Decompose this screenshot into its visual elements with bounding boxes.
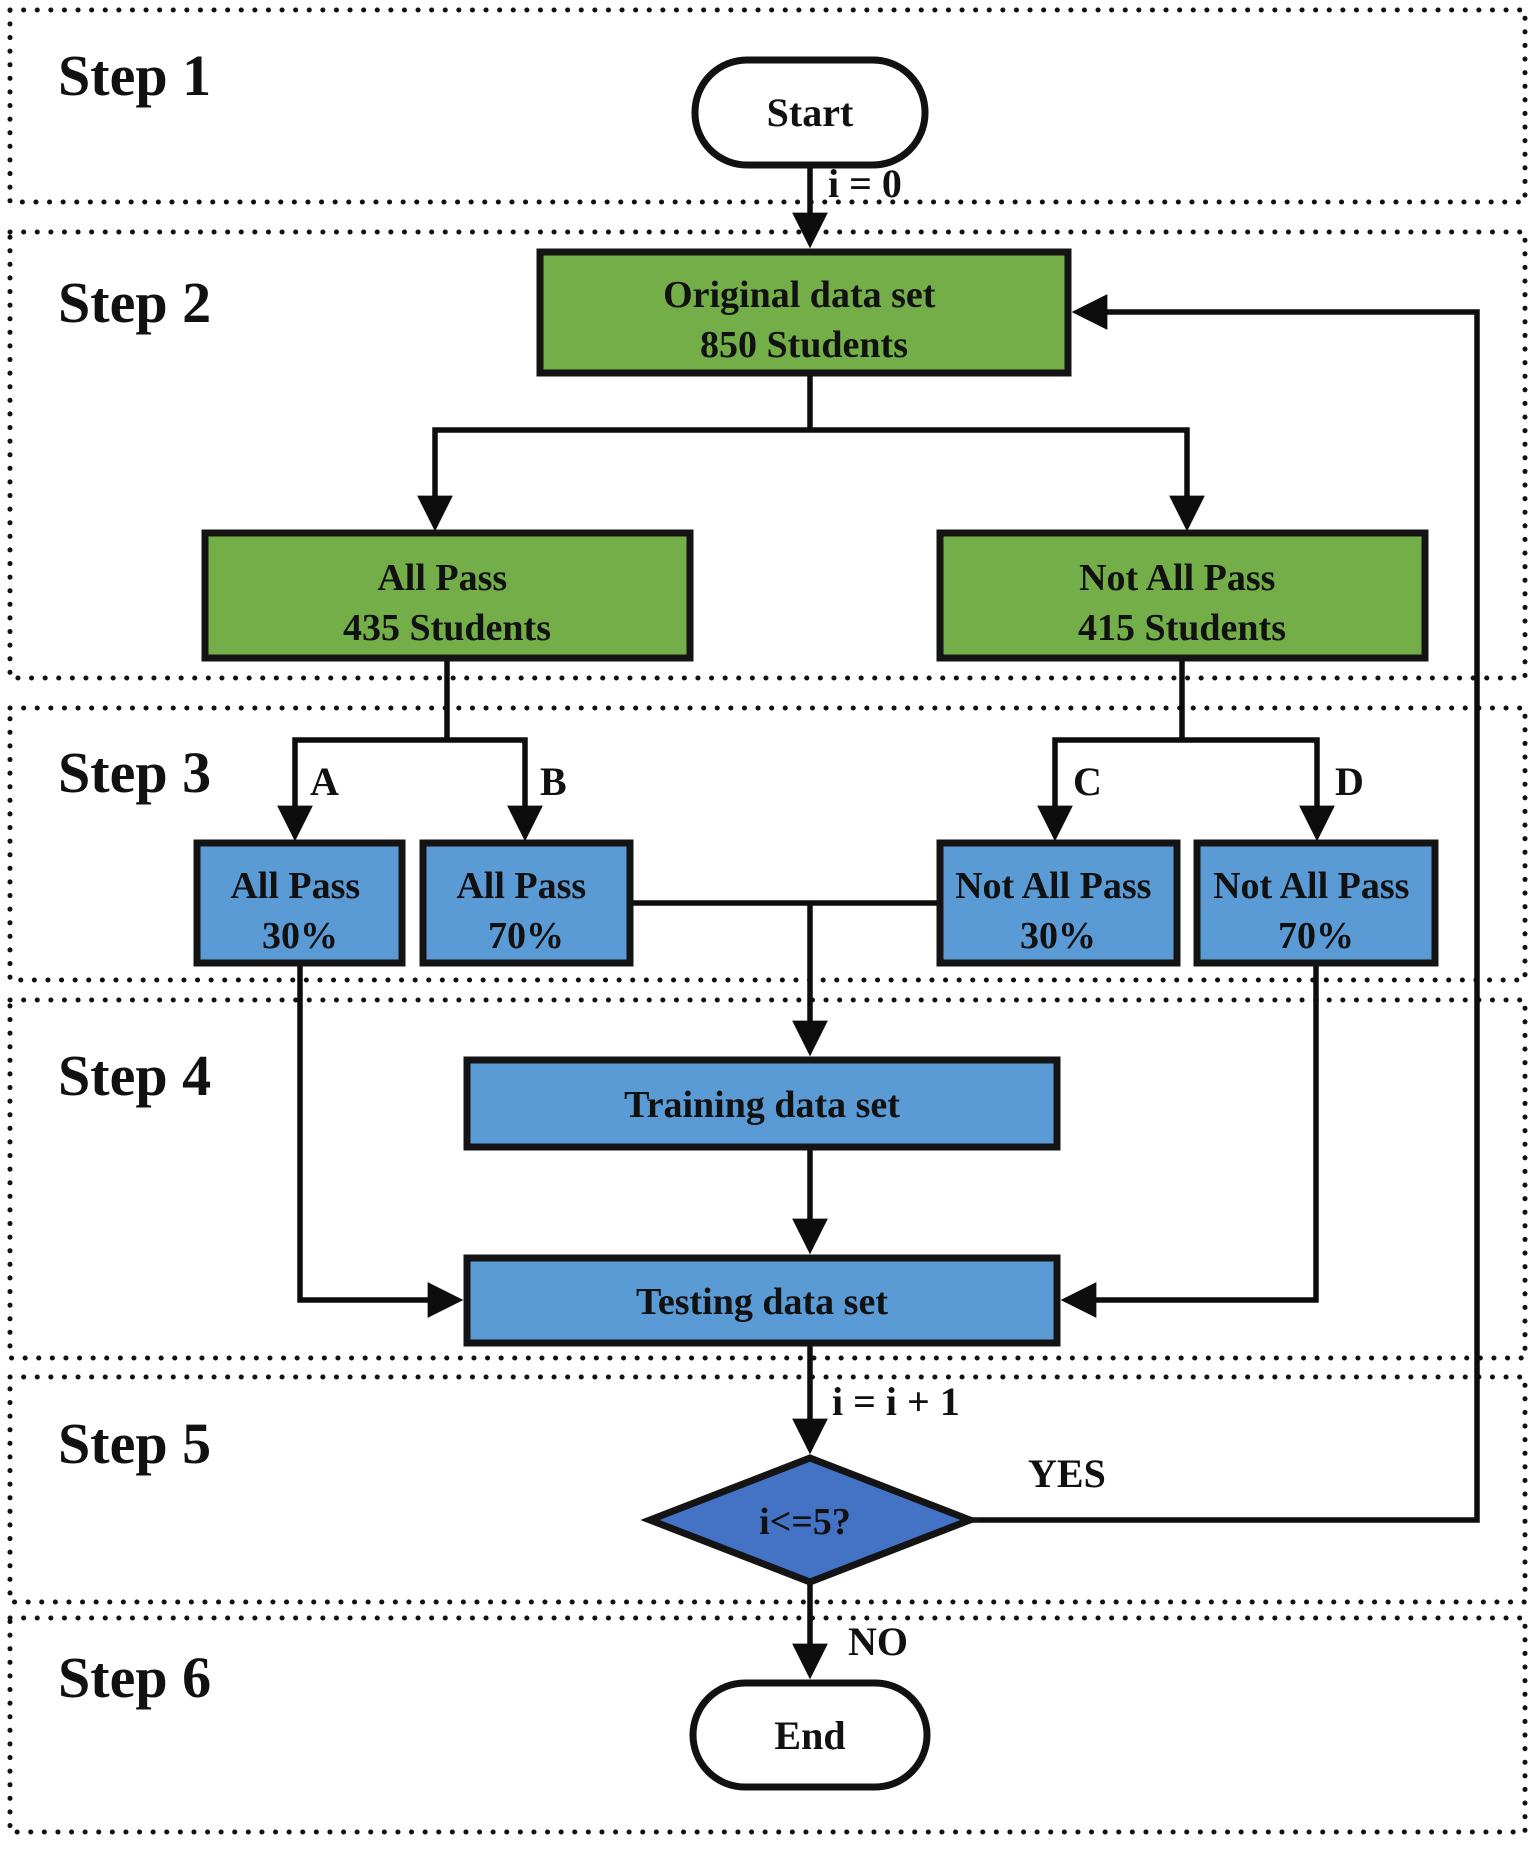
all-pass-line2: 435 Students [343,607,551,649]
all-pass-30-label: All Pass 30% [230,865,369,957]
not-all-pass-label: Not All Pass 415 Students [1078,557,1286,649]
not-all-pass-line2: 415 Students [1078,607,1286,649]
original-line1: Original data set [663,274,936,316]
branch-c-label: C [1073,759,1102,804]
not-all-pass-30-line1: Not All Pass [955,865,1151,907]
edge-branch-b [447,737,543,842]
step5-label: Step 5 [58,1411,211,1476]
all-pass-node [201,529,694,662]
edge-to-all-pass [417,427,810,532]
all-pass-line1: All Pass [377,557,507,599]
all-pass-30-line1: All Pass [230,865,360,907]
training-data-set-label: Training data set [624,1084,900,1126]
not-all-pass-70-node [1193,839,1439,967]
not-all-pass-30-label: Not All Pass 30% [955,865,1161,957]
step2-band [7,229,1528,681]
step6-label: Step 6 [58,1645,211,1710]
decision-label: i<=5? [759,1501,851,1543]
not-all-pass-30-node [936,839,1181,967]
no-label: NO [848,1619,908,1664]
all-pass-70-label: All Pass 70% [456,865,595,957]
edge-not-all-pass-70-to-testing [1060,963,1319,1318]
all-pass-70-line1: All Pass [456,865,586,907]
branch-b-label: B [540,759,567,804]
edge-branch-c [1037,737,1182,842]
edge-yes-loop [970,294,1480,1523]
all-pass-30-node [193,839,406,967]
end-node [689,1679,931,1791]
start-node [691,56,929,169]
original-data-set-label: Original data set 850 Students [663,274,945,366]
yes-label: YES [1028,1451,1106,1496]
start-node-label: Start [767,90,854,135]
increment-label: i = i + 1 [832,1379,960,1424]
step6-band [7,1615,1528,1835]
step3-band [7,705,1528,983]
edge-branch-d [1182,737,1335,842]
all-pass-30-line2: 30% [262,915,338,957]
not-all-pass-70-line1: Not All Pass [1213,865,1409,907]
end-node-label: End [774,1713,845,1758]
step1-band [7,7,1528,205]
edge-to-not-all-pass [810,427,1205,532]
all-pass-70-node [419,839,634,967]
not-all-pass-line1: Not All Pass [1079,557,1275,599]
branch-d-label: D [1335,759,1364,804]
original-line2: 850 Students [700,324,908,366]
not-all-pass-node [936,529,1429,662]
step2-label: Step 2 [58,270,211,335]
edge-branch-a [277,737,447,842]
testing-data-set-label: Testing data set [636,1281,888,1323]
original-data-set-node [536,248,1072,377]
step4-label: Step 4 [58,1043,211,1108]
branch-a-label: A [310,759,339,804]
not-all-pass-70-line2: 70% [1278,915,1354,957]
not-all-pass-30-line2: 30% [1020,915,1096,957]
edge-all-pass-30-to-testing [297,963,464,1318]
not-all-pass-70-label: Not All Pass 70% [1213,865,1419,957]
training-data-set-node [463,1056,1061,1151]
decision-node [640,1454,980,1586]
all-pass-label: All Pass 435 Students [343,557,551,649]
all-pass-70-line2: 70% [488,915,564,957]
step1-label: Step 1 [58,43,211,108]
testing-data-set-node [463,1254,1061,1347]
step3-label: Step 3 [58,740,211,805]
